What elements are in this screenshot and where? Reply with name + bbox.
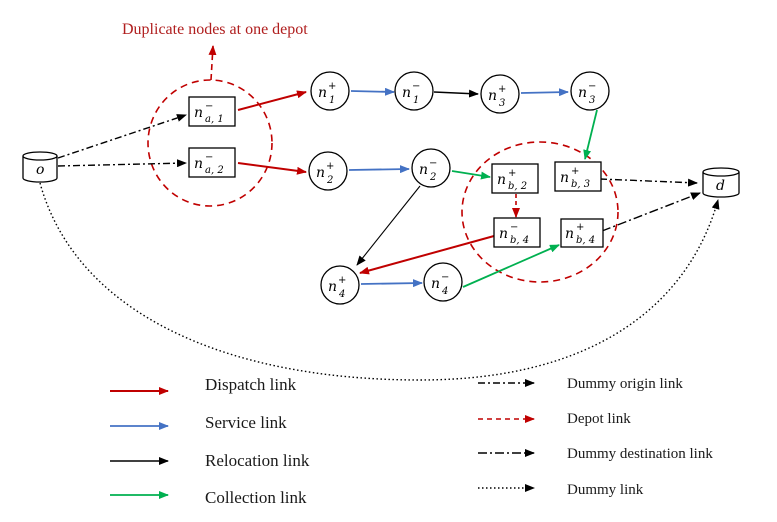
svg-text:4: 4 — [338, 289, 345, 300]
legend-depot-label: Depot link — [567, 411, 631, 427]
svg-text:n: n — [194, 156, 203, 172]
legend-service-label: Service link — [205, 413, 287, 432]
node-n4-plus: n + 4 — [320, 265, 360, 305]
node-n4-minus: n − 4 — [423, 262, 463, 302]
svg-text:−: − — [588, 81, 596, 92]
svg-text:n: n — [328, 279, 337, 295]
svg-text:4: 4 — [441, 286, 448, 297]
service-link-edge — [360, 279, 423, 288]
svg-text:n: n — [194, 105, 203, 121]
node-n-b4-plus: n + b, 4 — [560, 218, 604, 248]
node-n-b3: n + b, 3 — [554, 161, 602, 192]
dummy-link-edge — [39, 182, 720, 381]
svg-text:1: 1 — [413, 95, 419, 106]
svg-text:n: n — [402, 85, 411, 101]
svg-text:n: n — [419, 162, 428, 178]
legend-dummy-destination-label: Dummy destination link — [567, 446, 713, 462]
svg-text:−: − — [412, 81, 420, 92]
svg-text:2: 2 — [429, 172, 436, 183]
node-n3-minus: n − 3 — [570, 71, 610, 111]
svg-text:+: + — [576, 222, 584, 233]
svg-text:n: n — [499, 226, 508, 242]
dummy-destination-link-edge — [601, 192, 701, 232]
svg-text:n: n — [578, 85, 587, 101]
svg-text:2: 2 — [326, 175, 333, 186]
svg-text:a, 1: a, 1 — [205, 114, 224, 125]
svg-text:3: 3 — [589, 95, 595, 106]
node-n3-plus: n + 3 — [480, 74, 520, 114]
svg-text:+: + — [571, 166, 579, 177]
svg-text:a, 2: a, 2 — [205, 165, 224, 176]
svg-text:+: + — [326, 161, 334, 172]
svg-text:−: − — [205, 152, 213, 163]
destination-node: d — [702, 167, 740, 198]
dispatch-link-edge — [359, 235, 495, 275]
relocation-link-edge — [356, 185, 421, 266]
dummy-origin-link-edge — [57, 159, 187, 168]
legend-collection-label: Collection link — [205, 488, 307, 507]
svg-text:b, 4: b, 4 — [510, 235, 529, 246]
svg-text:b, 3: b, 3 — [571, 179, 590, 190]
node-n-a2: n − a, 2 — [188, 147, 236, 178]
svg-text:b, 2: b, 2 — [508, 181, 527, 192]
svg-text:−: − — [510, 222, 518, 233]
svg-text:−: − — [205, 101, 213, 112]
svg-text:+: + — [338, 275, 346, 286]
svg-text:−: − — [429, 158, 437, 169]
collection-link-edge — [583, 109, 598, 160]
node-n2-plus: n + 2 — [308, 151, 348, 191]
collection-link-edge — [451, 170, 491, 180]
node-n-b2: n + b, 2 — [491, 163, 539, 194]
node-n-b4-minus: n − b, 4 — [493, 217, 541, 248]
svg-text:3: 3 — [499, 98, 505, 109]
svg-text:+: + — [508, 168, 516, 179]
dummy-destination-link-edge — [599, 178, 698, 187]
node-n-a1: n − a, 1 — [188, 96, 236, 127]
origin-node: o — [22, 151, 58, 183]
svg-text:n: n — [565, 226, 574, 242]
svg-text:n: n — [560, 170, 569, 186]
relocation-link-edge — [433, 89, 479, 98]
svg-text:n: n — [488, 88, 497, 104]
legend-dummy-origin-label: Dummy origin link — [567, 376, 683, 392]
svg-text:+: + — [328, 81, 336, 92]
node-n1-plus: n + 1 — [310, 71, 350, 111]
node-n1-minus: n − 1 — [394, 71, 434, 111]
legend: Dispatch link Service link Relocation li… — [110, 375, 713, 507]
node-n2-minus: n − 2 — [411, 148, 451, 188]
collection-link-edge — [462, 244, 560, 288]
service-link-edge — [520, 88, 569, 97]
dispatch-link-edge — [237, 90, 307, 111]
service-link-edge — [348, 165, 410, 174]
legend-dummy-label: Dummy link — [567, 482, 644, 498]
svg-text:1: 1 — [329, 95, 335, 106]
service-link-edge — [350, 87, 395, 96]
dispatch-link-edge — [237, 162, 307, 175]
dummy-origin-link-edge — [57, 114, 187, 159]
origin-label: o — [36, 162, 44, 178]
svg-text:n: n — [497, 172, 506, 188]
destination-label: d — [716, 178, 725, 194]
legend-dispatch-label: Dispatch link — [205, 375, 297, 394]
svg-text:+: + — [498, 84, 506, 95]
svg-text:−: − — [441, 272, 449, 283]
legend-relocation-label: Relocation link — [205, 451, 310, 470]
depot-b-circle — [461, 141, 619, 283]
svg-text:b, 4: b, 4 — [576, 235, 595, 246]
depot-a-circle — [147, 79, 273, 207]
svg-text:n: n — [316, 165, 325, 181]
annotation-pointer — [208, 45, 217, 81]
duplicate-nodes-annotation: Duplicate nodes at one depot — [122, 21, 308, 38]
svg-text:n: n — [431, 276, 440, 292]
svg-text:n: n — [318, 85, 327, 101]
